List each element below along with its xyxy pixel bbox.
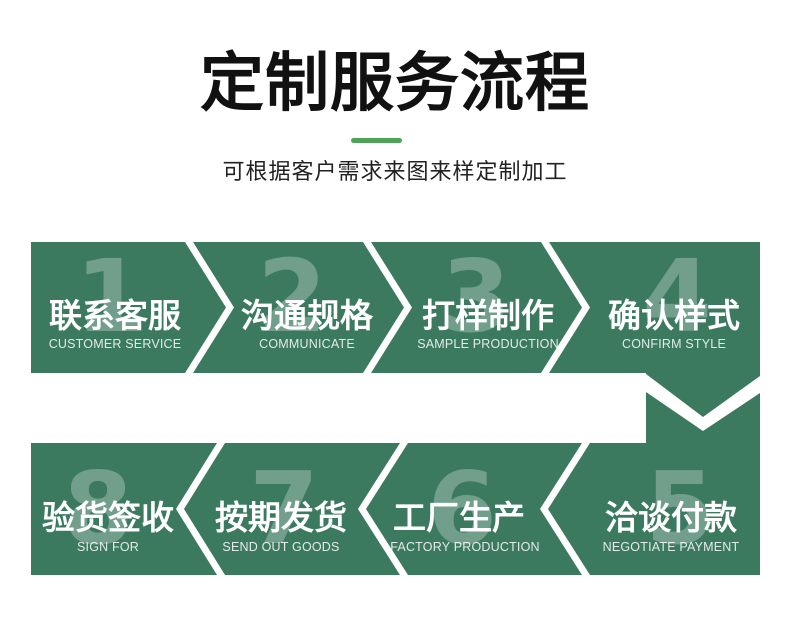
row-connector-panel bbox=[646, 372, 760, 444]
step-title: 验货签收 bbox=[42, 498, 174, 537]
step-subtitle: NEGOTIATE PAYMENT bbox=[602, 540, 740, 554]
flow-panels bbox=[31, 242, 760, 575]
flow-separators bbox=[176, 242, 760, 575]
step-number: 6 bbox=[427, 450, 497, 567]
step-number: 1 bbox=[75, 238, 145, 355]
step-title: 按期发货 bbox=[215, 498, 347, 537]
row-1-panel bbox=[31, 242, 760, 373]
step-title: 洽谈付款 bbox=[605, 498, 737, 537]
step-subtitle: SIGN FOR bbox=[76, 540, 140, 554]
page-subtitle: 可根据客户需求来图来样定制加工 bbox=[222, 160, 568, 185]
title-accent-bar bbox=[351, 138, 402, 143]
step-number: 2 bbox=[257, 238, 327, 355]
step-subtitle: COMMUNICATE bbox=[259, 337, 355, 351]
step-title: 确认样式 bbox=[608, 296, 740, 335]
step-subtitle: CUSTOMER SERVICE bbox=[48, 337, 182, 351]
step-subtitle: SAMPLE PRODUCTION bbox=[417, 337, 559, 351]
step-number: 4 bbox=[642, 238, 712, 355]
chevron-down-icon bbox=[646, 374, 760, 431]
step-number: 7 bbox=[249, 450, 319, 567]
step-title: 沟通规格 bbox=[241, 296, 373, 335]
step-number: 8 bbox=[63, 450, 133, 567]
step-number: 5 bbox=[645, 450, 715, 567]
step-title: 工厂生产 bbox=[393, 498, 525, 537]
step-subtitle: FACTORY PRODUCTION bbox=[390, 540, 540, 554]
step-title: 打样制作 bbox=[422, 296, 554, 335]
step-subtitle: CONFIRM STYLE bbox=[622, 337, 726, 351]
page-title: 定制服务流程 bbox=[200, 47, 590, 121]
step-number: 3 bbox=[441, 238, 511, 355]
step-title: 联系客服 bbox=[49, 296, 181, 335]
step-subtitle: SEND OUT GOODS bbox=[222, 540, 340, 554]
row-2-panel bbox=[31, 443, 760, 575]
